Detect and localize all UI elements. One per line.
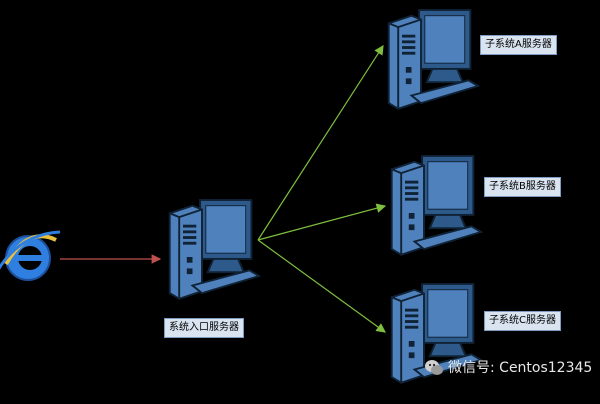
entry-server-icon [168, 199, 260, 300]
watermark: 微信号: Centos12345 [424, 358, 592, 378]
arrow-entry-to-sub-c [257, 239, 386, 333]
ie-browser-icon [0, 230, 61, 281]
sub-b-server-icon [390, 155, 482, 256]
wechat-icon [425, 360, 443, 375]
entry-server-label: 系统入口服务器 [164, 318, 244, 338]
sub-a-server-label: 子系统A服务器 [480, 35, 557, 55]
arrow-entry-to-sub-a [257, 44, 384, 241]
sub-c-server-label: 子系统C服务器 [484, 311, 561, 331]
arrow-entry-to-sub-b [257, 203, 387, 241]
watermark-text: 微信号: Centos12345 [448, 360, 593, 376]
sub-b-server-label: 子系统B服务器 [484, 177, 561, 197]
sub-a-server-icon [387, 9, 479, 110]
